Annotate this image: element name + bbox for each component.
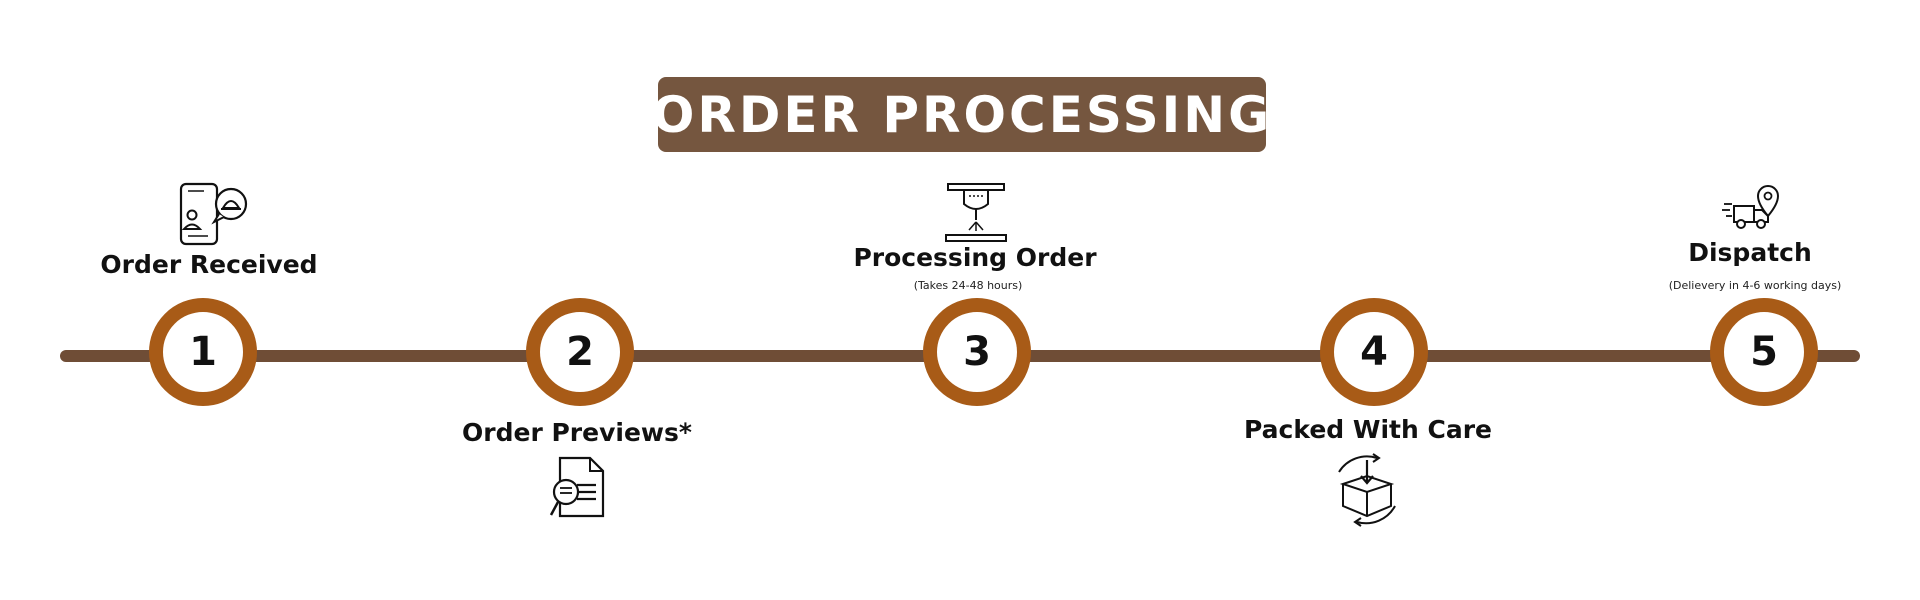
title-banner: ORDER PROCESSING xyxy=(652,77,1269,152)
document-review-icon xyxy=(548,455,608,519)
step-1-label: Order Received xyxy=(100,250,318,279)
step-3-note: (Takes 24-48 hours) xyxy=(913,279,1023,292)
step-1-circle: 1 xyxy=(149,298,257,406)
step-4-label: Packed With Care xyxy=(1244,415,1492,444)
page-title: ORDER PROCESSING xyxy=(651,85,1273,144)
step-4-circle: 4 xyxy=(1320,298,1428,406)
engraving-machine-icon xyxy=(944,182,1008,246)
step-3-circle: 3 xyxy=(923,298,1031,406)
step-3-number: 3 xyxy=(963,329,991,375)
delivery-truck-icon xyxy=(1722,184,1786,232)
step-1-number: 1 xyxy=(189,329,217,375)
step-2-label: Order Previews* xyxy=(462,418,692,447)
step-3-label: Processing Order xyxy=(853,243,1097,272)
step-2-number: 2 xyxy=(566,329,594,375)
step-2-circle: 2 xyxy=(526,298,634,406)
box-packing-icon xyxy=(1327,450,1407,530)
step-4-number: 4 xyxy=(1360,329,1388,375)
step-5-circle: 5 xyxy=(1710,298,1818,406)
step-5-note: (Delievery in 4-6 working days) xyxy=(1668,279,1842,292)
mobile-order-icon xyxy=(176,180,250,248)
step-5-number: 5 xyxy=(1750,329,1778,375)
step-5-label: Dispatch xyxy=(1688,238,1812,267)
